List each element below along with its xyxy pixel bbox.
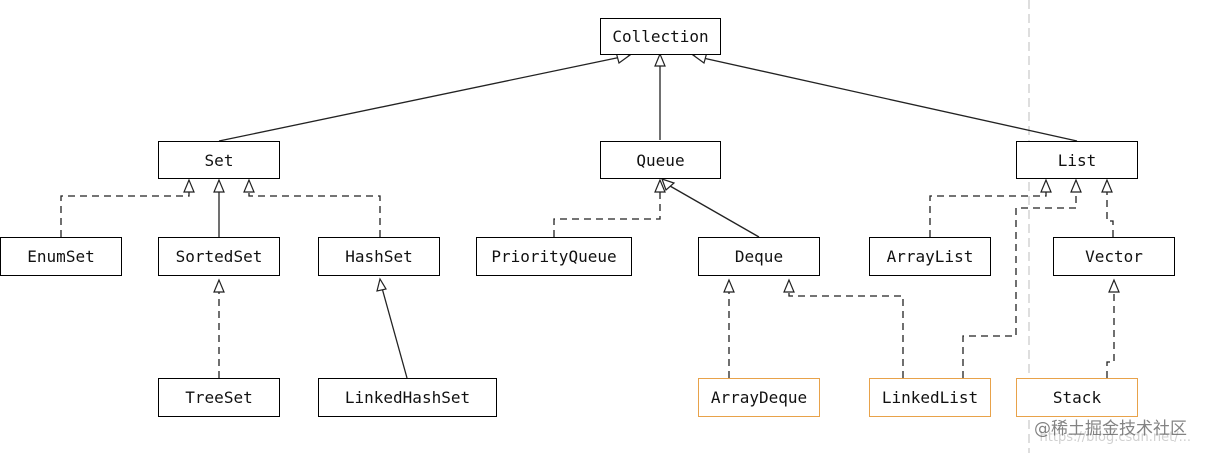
edge-list-collection xyxy=(702,57,1078,142)
edge-set-collection xyxy=(218,55,627,142)
edge-vector-list xyxy=(1106,190,1114,237)
edge-arraylist-list xyxy=(929,190,1047,237)
arrowhead-arraylist-list xyxy=(1040,178,1052,193)
node-set: Set xyxy=(158,141,280,179)
arrowhead-vector-list xyxy=(1101,178,1113,193)
edge-stack-vector xyxy=(1106,290,1115,378)
watermark: @稀土掘金技术社区 xyxy=(1034,419,1187,439)
arrowhead-linkedhashset-hashset xyxy=(376,277,387,292)
edge-linkedlist-list xyxy=(962,190,1077,378)
edge-hashset-set xyxy=(248,190,381,237)
node-linkedlist: LinkedList xyxy=(869,378,991,417)
arrowhead-linkedlist-list xyxy=(1070,178,1082,193)
arrowhead-queue-collection xyxy=(654,52,666,67)
node-arraydeque: ArrayDeque xyxy=(698,378,820,417)
edge-priorityqueue-queue xyxy=(553,190,661,237)
arrowhead-hashset-set xyxy=(243,178,255,193)
node-priorityqueue: PriorityQueue xyxy=(476,237,632,276)
node-linkedhashset: LinkedHashSet xyxy=(318,378,497,417)
node-treeset: TreeSet xyxy=(158,378,280,417)
arrowhead-sortedset-set xyxy=(213,178,225,193)
arrowhead-treeset-sortedset xyxy=(213,278,225,293)
arrowhead-enumset-set xyxy=(183,178,195,193)
arrowhead-arraydeque-deque xyxy=(723,278,735,293)
watermark-url: https://blog.csdn.net/... xyxy=(1039,430,1191,445)
node-vector: Vector xyxy=(1053,237,1175,276)
node-list: List xyxy=(1016,141,1138,179)
node-enumset: EnumSet xyxy=(0,237,122,276)
arrowhead-stack-vector xyxy=(1108,278,1120,293)
node-collection: Collection xyxy=(600,18,721,55)
node-sortedset: SortedSet xyxy=(158,237,280,276)
arrowhead-priorityqueue-queue xyxy=(654,178,666,193)
node-deque: Deque xyxy=(698,237,820,276)
arrowhead-deque-queue xyxy=(661,178,676,192)
arrowhead-linkedlist-deque xyxy=(783,278,795,293)
node-stack: Stack xyxy=(1016,378,1138,417)
node-arraylist: ArrayList xyxy=(869,237,991,276)
edge-enumset-set xyxy=(60,190,190,237)
edge-linkedlist-deque xyxy=(788,290,904,378)
edge-deque-queue xyxy=(669,185,760,238)
node-queue: Queue xyxy=(600,141,721,179)
edge-linkedhashset-hashset xyxy=(381,287,408,379)
node-hashset: HashSet xyxy=(318,237,440,276)
